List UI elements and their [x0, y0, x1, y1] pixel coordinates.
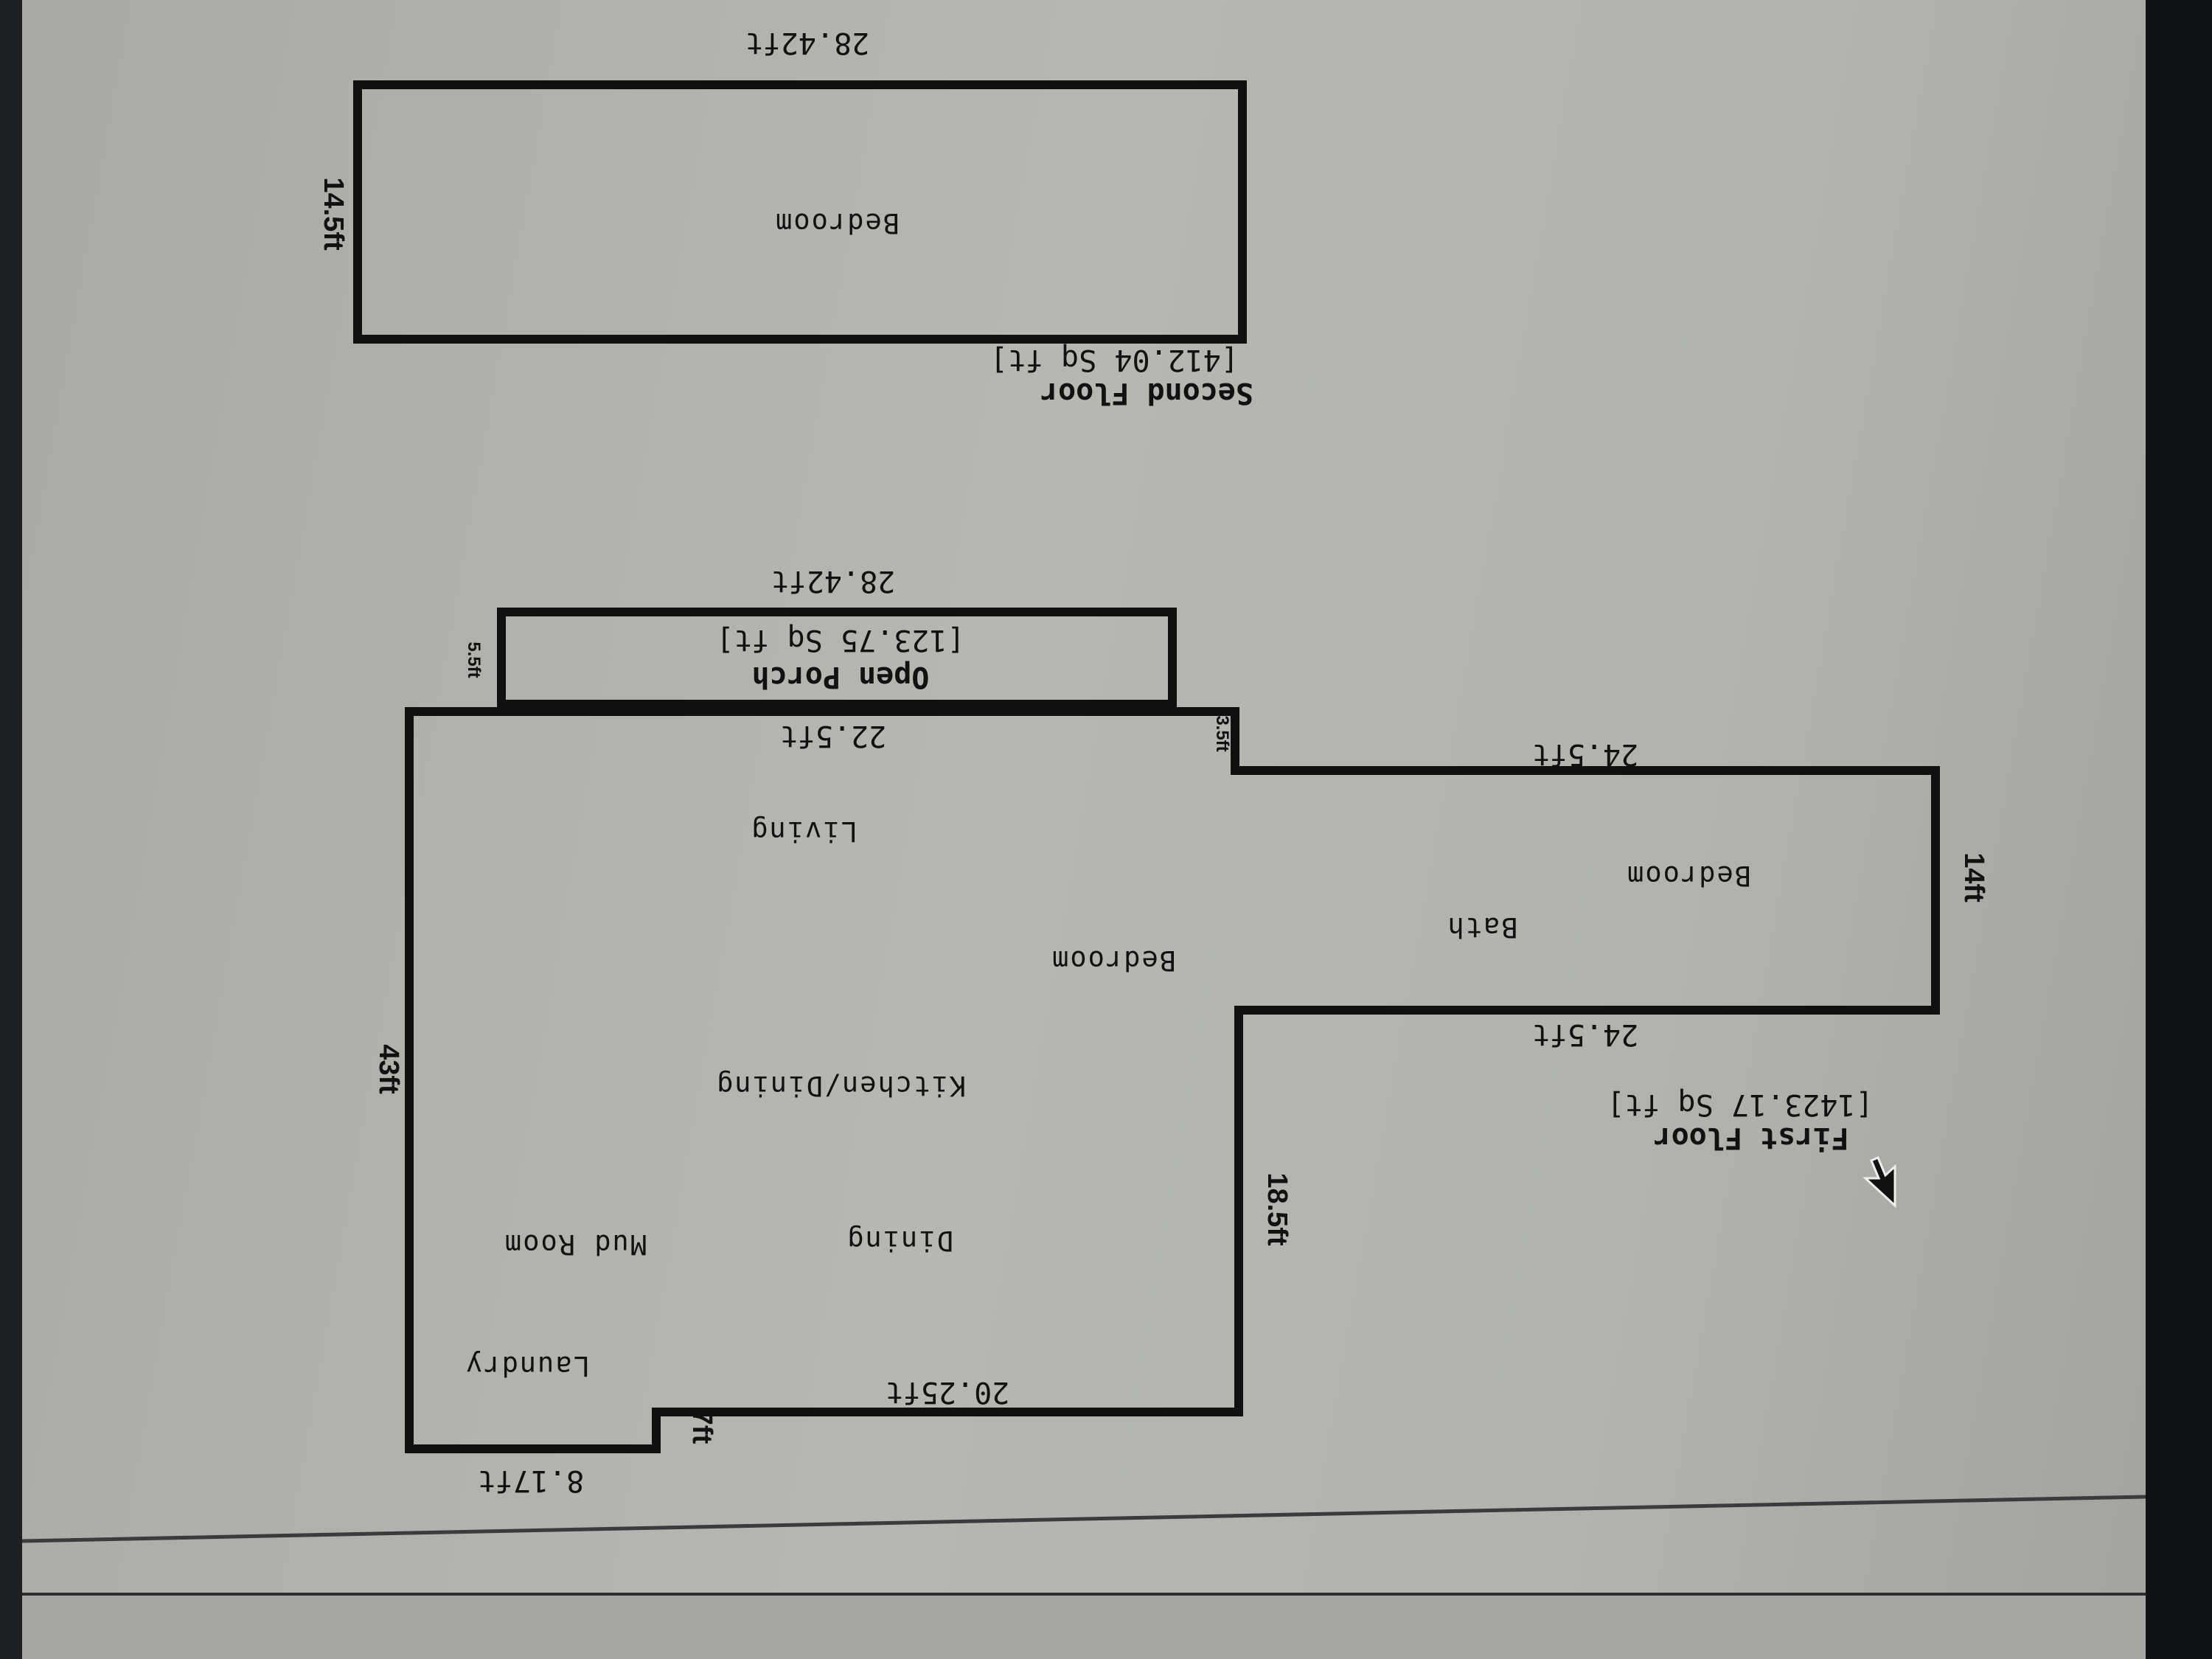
- first-floor-area: [1423.17 Sq ft]: [1607, 1088, 1873, 1121]
- screen-edge-line: [22, 1495, 2146, 1543]
- room-label-laundry: Laundry: [465, 1350, 590, 1382]
- second-floor-title: Second Floor: [1040, 376, 1253, 410]
- second-floor-area: [412.04 Sq ft]: [990, 343, 1239, 377]
- room-label-mud-room: Mud Room: [504, 1228, 647, 1260]
- room-label-kitchen-dining: Kitchen/Dining: [715, 1070, 966, 1102]
- dim-wing-step: 3.5ft: [1212, 715, 1232, 751]
- dim-wing-north: 24.5ft: [1532, 737, 1639, 771]
- dim-laundry-width: 8.17ft: [478, 1464, 585, 1498]
- second-floor-bedroom-label: Bedroom: [774, 207, 900, 239]
- open-porch-title: Open Porch: [752, 660, 930, 694]
- dim-wing-depth: 14ft: [1958, 852, 1989, 902]
- second-floor-group: Bedroom 28.42ft 14.5ft Second Floor [412…: [318, 26, 1253, 410]
- room-label-bedroom-center: Bedroom: [1051, 945, 1176, 976]
- second-floor-outline: [353, 80, 1247, 344]
- mouse-cursor-icon: [1863, 1156, 1896, 1208]
- first-floor-group: Laundry Mud Room Dining Kitchen/Dining B…: [373, 707, 1989, 1498]
- floor-plan-drawing: Bedroom 28.42ft 14.5ft Second Floor [412…: [22, 26, 2146, 1543]
- second-floor-depth-dim: 14.5ft: [318, 177, 349, 251]
- screen-bottom-bar: [22, 1593, 2146, 1659]
- open-porch-width-dim: 28.42ft: [771, 564, 896, 598]
- first-floor-title: First Floor: [1654, 1121, 1849, 1155]
- open-porch-area: [123.75 Sq ft]: [716, 623, 964, 657]
- dim-laundry-depth: 7ft: [686, 1410, 717, 1444]
- monitor-bezel-right: [2146, 0, 2212, 1659]
- dim-south-wall: 20.25ft: [886, 1375, 1010, 1409]
- open-porch-outline: [497, 608, 1177, 709]
- open-porch-depth-dim: 5.5ft: [464, 641, 484, 678]
- second-floor-width-dim: 28.42ft: [745, 26, 870, 60]
- room-label-bath: Bath: [1446, 911, 1517, 943]
- room-label-dining: Dining: [846, 1225, 953, 1256]
- room-label-bedroom-east: Bedroom: [1626, 860, 1751, 891]
- dim-east-step: 18.5ft: [1262, 1172, 1293, 1246]
- dim-wing-south: 24.5ft: [1532, 1018, 1639, 1051]
- dim-north-wall: 22.5ft: [780, 719, 887, 753]
- room-label-living: Living: [750, 815, 858, 847]
- dim-west-wall: 43ft: [373, 1044, 404, 1094]
- floor-plan-screen: Bedroom 28.42ft 14.5ft Second Floor [412…: [22, 0, 2146, 1659]
- open-porch-group: Open Porch [123.75 Sq ft] 28.42ft 5.5ft: [464, 564, 1177, 709]
- first-floor-outline: [405, 707, 1940, 1453]
